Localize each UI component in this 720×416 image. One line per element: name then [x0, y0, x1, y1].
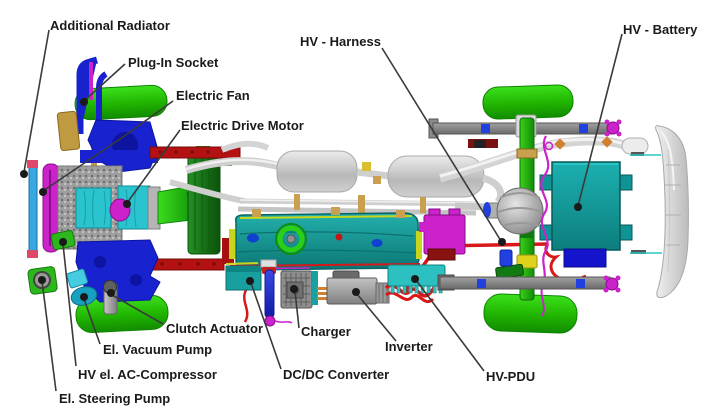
- label-el-vacuum-pump: El. Vacuum Pump: [103, 342, 213, 357]
- label-hv-battery: HV - Battery: [623, 22, 698, 37]
- label-electric-fan: Electric Fan: [176, 88, 250, 103]
- rear-driveline: [483, 117, 544, 301]
- coolant-tube: [260, 259, 293, 327]
- cad-callout-lines: [630, 152, 662, 254]
- label-hv-el-ac-compressor: HV el. AC-Compressor: [78, 367, 217, 382]
- label-plug-in-socket: Plug-In Socket: [128, 55, 219, 70]
- rear-bumper: [655, 125, 689, 299]
- label-electric-drive-motor: Electric Drive Motor: [181, 118, 304, 133]
- leader-lines: [20, 29, 623, 392]
- rear-wheel-top: [482, 84, 574, 120]
- dcdc-converter-part: [225, 265, 262, 291]
- label-el-steering-pump: El. Steering Pump: [59, 391, 171, 406]
- additional-radiator-bar: [27, 160, 38, 258]
- label-hv-pdu: HV-PDU: [486, 369, 536, 384]
- label-clutch-actuator: Clutch Actuator: [166, 321, 264, 336]
- label-additional-radiator: Additional Radiator: [50, 18, 170, 33]
- inverter-part: [317, 270, 390, 305]
- label-inverter: Inverter: [385, 339, 433, 354]
- rear-axle-beam-bottom: [437, 274, 621, 293]
- label-dc-dc-converter: DC/DC Converter: [283, 367, 390, 382]
- rear-harness-wiring: [540, 135, 613, 317]
- charger-part: [280, 270, 318, 309]
- electric-fan-assembly: [80, 119, 159, 173]
- junction-box: [419, 208, 466, 261]
- label-hv-harness: HV - Harness: [300, 34, 381, 49]
- fuel-tank: [229, 207, 422, 271]
- label-charger: Charger: [301, 324, 351, 339]
